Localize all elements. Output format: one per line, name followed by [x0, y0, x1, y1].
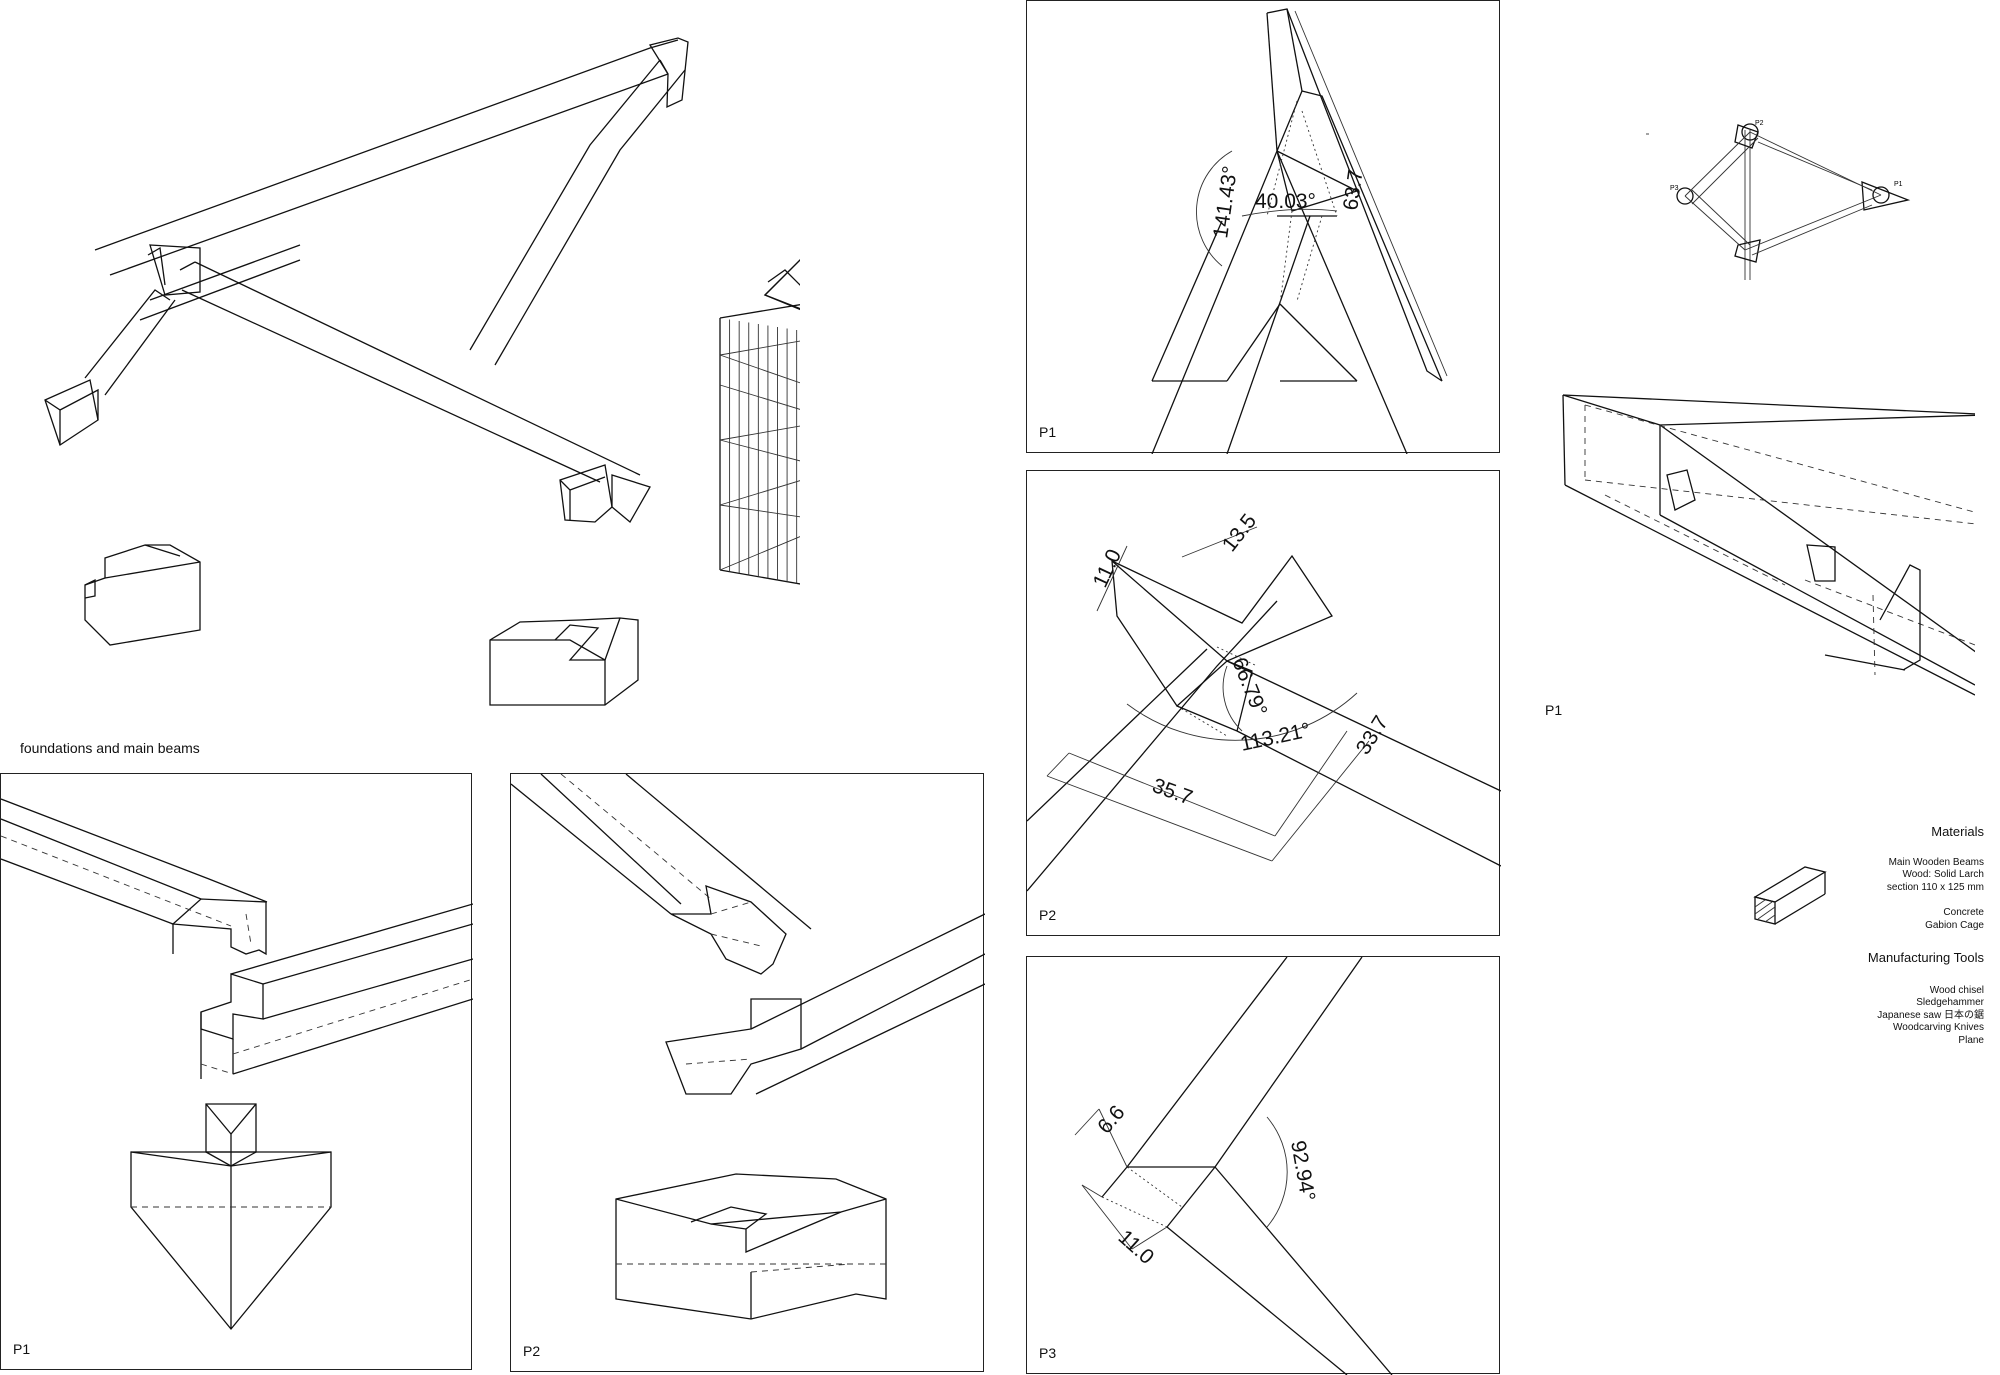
materials-beams-wood: Wood: Solid Larch — [1902, 869, 1984, 880]
gabion-cage-bands — [719, 340, 800, 571]
dimension-width-a: 6.6 — [1093, 1101, 1129, 1138]
dimension-length: 63.7 — [1339, 168, 1367, 212]
materials-heading: Materials — [1931, 824, 1984, 839]
beam-long — [94, 39, 679, 321]
panel-p2-dimensions: 11.0 13.5 66.79° 113.21° 33.7 35.7 P2 — [1026, 470, 1501, 936]
dimension-angle-outer: 141.43° — [1209, 165, 1242, 240]
joint-p1-dimension-drawing: 141.43° 40.03° 63.7 — [1151, 8, 1448, 454]
panel-label: P2 — [523, 1343, 541, 1359]
tool-item: Japanese saw 日本の鋸 — [1877, 1009, 1984, 1021]
plan-label-p2: P2 — [1755, 120, 1764, 127]
panel-label: P1 — [1545, 702, 1563, 718]
plan-diagram: P2 P3 P1 — [1646, 120, 1911, 280]
dimension-angle: 92.94° — [1286, 1139, 1319, 1203]
main-beams-isometric — [44, 37, 800, 706]
beam-section-swatch — [1753, 866, 1827, 925]
joint-p2-dimension-drawing: 11.0 13.5 66.79° 113.21° 33.7 35.7 — [1027, 510, 1501, 892]
joint-p1-cutaway — [1562, 394, 1975, 696]
plan-label-p3: P3 — [1670, 185, 1679, 192]
panel-p3-dimensions: 6.6 11.0 92.94° P3 — [1026, 956, 1500, 1375]
materials-beams-title: Main Wooden Beams — [1888, 856, 1984, 868]
joint-p1-exploded-drawing — [1, 798, 473, 1331]
foundation-block-middle — [489, 617, 639, 706]
tools-heading: Manufacturing Tools — [1867, 950, 1984, 965]
dimension-length-b: 35.7 — [1149, 774, 1195, 810]
dimension-width-b: 11.0 — [1114, 1226, 1159, 1269]
materials-concrete: Concrete — [1943, 907, 1984, 918]
plan-label-p1: P1 — [1894, 181, 1903, 188]
dimension-width-b: 13.5 — [1218, 510, 1261, 556]
materials-beams-section: section 110 x 125 mm — [1886, 881, 1984, 893]
tool-item: Sledgehammer — [1916, 997, 1984, 1008]
gabion-cage — [719, 259, 800, 585]
tool-item: Plane — [1958, 1034, 1984, 1046]
beam-diagonal-right — [469, 37, 689, 366]
panel-p2-exploded: P2 — [510, 773, 985, 1372]
panel-label: P2 — [1039, 907, 1057, 923]
beam-lower — [179, 261, 641, 483]
materials-gabion: Gabion Cage — [1925, 919, 1984, 931]
left-foot-block — [44, 379, 99, 447]
panel-label: P1 — [13, 1341, 31, 1357]
tool-item: Wood chisel — [1929, 984, 1984, 996]
dimension-angle-inner: 40.03° — [1255, 190, 1316, 213]
panel-label: P3 — [1039, 1345, 1057, 1361]
materials-legend: Materials Main Wooden Beams Wood: Solid … — [1724, 824, 1984, 1047]
panel-p1-dimensions: 141.43° 40.03° 63.7 P1 — [1026, 0, 1500, 454]
beam-left-short — [84, 244, 201, 396]
foundation-block-left — [84, 544, 201, 646]
tool-item: Woodcarving Knives — [1893, 1022, 1984, 1033]
middle-foot-block — [559, 464, 651, 523]
panel-p1-exploded: P1 — [0, 773, 473, 1370]
dimension-angle-a: 66.79° — [1227, 654, 1271, 719]
dimension-length-a: 33.7 — [1352, 712, 1393, 759]
gabion-cage-bars — [729, 319, 798, 584]
figure-caption: foundations and main beams — [20, 740, 200, 756]
panel-label: P1 — [1039, 424, 1057, 440]
joint-p3-dimension-drawing: 6.6 11.0 92.94° — [1074, 957, 1393, 1375]
joint-p2-exploded-drawing — [511, 774, 985, 1320]
